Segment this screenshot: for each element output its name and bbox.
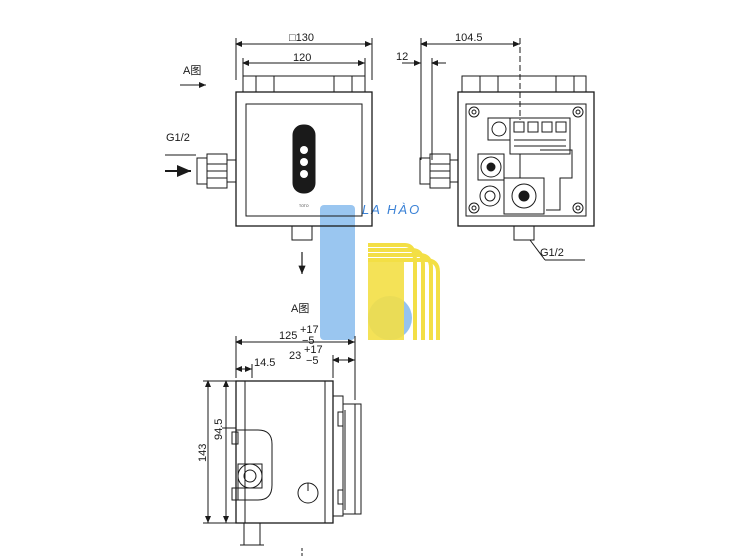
watermark-blue-bar	[320, 205, 355, 340]
front-view	[196, 38, 373, 241]
dim-top-width-inner: 120	[293, 52, 311, 64]
svg-text:+17: +17	[304, 344, 323, 356]
view-a-top-label: A图	[183, 64, 201, 77]
svg-text:125: 125	[279, 330, 297, 342]
inlet-left-label: G1/2	[166, 132, 190, 144]
svg-text:23: 23	[289, 350, 301, 362]
side-view	[203, 336, 362, 556]
view-a-bottom-label: A图	[291, 302, 309, 315]
dim-right-offset-small: 12	[396, 51, 408, 63]
watermark-yellow-arcs	[368, 243, 440, 340]
brand-mark: TOTO	[299, 204, 309, 208]
dim-right-offset-large: 104.5	[455, 32, 483, 44]
dim-side-height-total: 143	[197, 444, 209, 462]
dim-side-depth-front: 23 +17 −5	[289, 344, 323, 367]
svg-text:−5: −5	[306, 355, 319, 367]
dim-side-pipe-offset: 14.5	[254, 357, 275, 369]
dim-top-width-outer: □130	[289, 32, 314, 44]
outlet-right-label: G1/2	[540, 247, 564, 259]
dim-side-height-partial: 94.5	[213, 419, 225, 440]
dim-side-depth-main: 125 +17 −5	[279, 324, 319, 347]
watermark-logo: LA HÀO	[320, 202, 440, 340]
svg-text:+17: +17	[300, 324, 319, 336]
rear-view	[402, 38, 595, 261]
watermark-text: LA HÀO	[362, 202, 421, 217]
svg-text:−5: −5	[302, 335, 315, 347]
